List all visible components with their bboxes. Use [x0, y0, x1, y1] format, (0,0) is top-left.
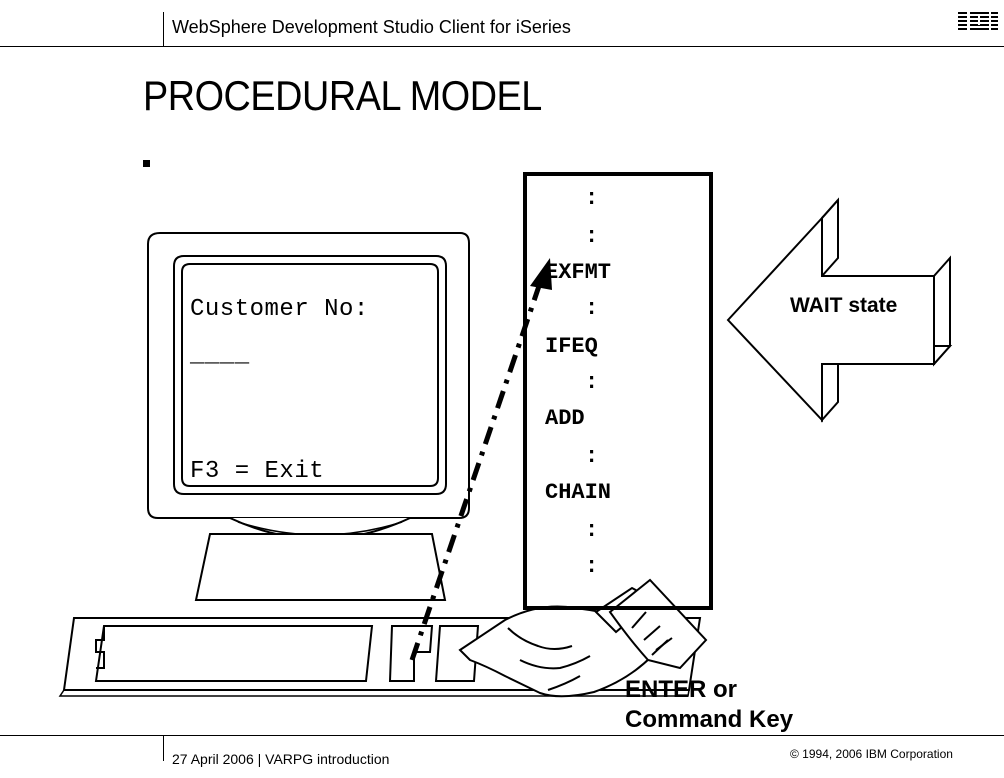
code-line: :: [585, 224, 598, 249]
enter-key-label: ENTER or: [625, 676, 737, 704]
monitor-base: [196, 534, 445, 600]
code-line-exfmt: EXFMT: [545, 260, 611, 285]
footer-divider: [163, 735, 164, 761]
code-line: :: [585, 296, 598, 321]
code-line: :: [585, 370, 598, 395]
f3-exit-label: F3 = Exit: [190, 458, 324, 485]
program-listing-box: [523, 172, 713, 610]
code-line-add: ADD: [545, 406, 585, 431]
code-line: :: [585, 518, 598, 543]
code-line-ifeq: IFEQ: [545, 334, 598, 359]
code-line: :: [585, 186, 598, 211]
footer-date-title: 27 April 2006 | VARPG introduction: [172, 751, 389, 767]
code-line: :: [585, 554, 598, 579]
wait-state-label: WAIT state: [790, 294, 897, 318]
customer-no-label: Customer No:: [190, 296, 369, 323]
footer-copyright: © 1994, 2006 IBM Corporation: [790, 747, 953, 761]
footer-rule: [0, 735, 1004, 736]
customer-no-field: ____: [190, 342, 250, 369]
code-line: :: [585, 444, 598, 469]
code-line-chain: CHAIN: [545, 480, 611, 505]
command-key-label: Command Key: [625, 706, 793, 734]
